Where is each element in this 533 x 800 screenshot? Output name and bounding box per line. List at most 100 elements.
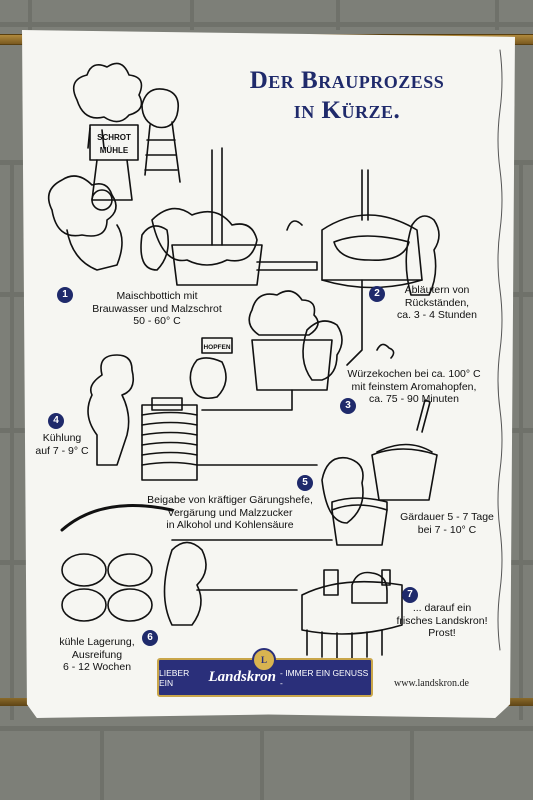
barrel-4 [107, 588, 153, 622]
bar-counter [301, 580, 403, 635]
step-5-badge: 5 [297, 475, 313, 491]
title-line-2: in Kürze. [293, 97, 401, 124]
step-5-caption: Beigabe von kräftiger Gärungshefe, Vergä… [130, 494, 330, 532]
tile-grout [100, 726, 104, 800]
worker-7 [163, 541, 207, 626]
step-2-caption: Abläutern von Rückständen, ca. 3 - 4 Stu… [382, 284, 492, 322]
brewing-illustration: SCHROT MÜHLE HOPFEN [47, 49, 503, 659]
mill-sign-text-2: MÜHLE [100, 146, 129, 155]
worker-6 [321, 456, 364, 524]
cooler-coils [141, 411, 198, 466]
mill-wheel [91, 189, 113, 211]
steam-puff [286, 220, 303, 231]
brand-logo-text: Landskron [208, 669, 277, 685]
beer-tap [323, 569, 339, 596]
caption-line: ca. 75 - 90 Minuten [369, 393, 459, 405]
steam-cloud-2 [248, 290, 319, 336]
pipe-3-to-4 [201, 389, 293, 411]
hop-basket [189, 357, 227, 400]
caption-line: frisches Landskron! [396, 614, 488, 627]
caption-line: Rückständen, [404, 296, 470, 309]
miller-head [141, 88, 180, 129]
worker-1 [66, 224, 123, 271]
fermentation-foam [376, 443, 433, 453]
worker-3 [405, 215, 440, 296]
caption-line: 6 - 12 Wochen [62, 661, 132, 673]
tile-grout [0, 726, 533, 731]
wort-kettle [251, 339, 333, 391]
tub-rim [331, 497, 388, 511]
caption-line: 50 - 60° C [133, 315, 181, 327]
mash-tun [171, 244, 263, 286]
caption-line: mit feinstem Aromahopfen, [351, 380, 477, 393]
step-3-caption: Würzekochen bei ca. 100° C mit feinstem … [334, 368, 494, 406]
lauter-pipe-top [361, 169, 369, 221]
poster-title: Der Brauprozess in Kürze. [182, 66, 512, 126]
tile-grout [495, 0, 499, 30]
caption-line: Beigabe von kräftiger Gärungshefe, [147, 494, 313, 506]
caption-line: Abläutern von [404, 284, 470, 296]
worker-2 [140, 225, 170, 271]
caption-line: Gärdauer 5 - 7 Tage [400, 511, 494, 523]
steam-cloud-1 [151, 207, 258, 266]
mill-sign-board [89, 124, 139, 161]
step-1-caption: Maischbottich mit Brauwasser und Malzsch… [77, 290, 237, 328]
step-2-badge: 2 [369, 286, 385, 302]
caption-line: ca. 3 - 4 Stunden [397, 309, 477, 321]
tile-grout [519, 160, 523, 720]
tree-top-left [72, 62, 143, 123]
pipe-1-to-2 [256, 261, 318, 271]
mash-pipe [211, 147, 223, 246]
caption-line: Würzekochen bei ca. 100° C [347, 368, 481, 380]
pipe-2-to-3 [346, 279, 363, 366]
lauter-contents [333, 235, 410, 261]
barrel-1 [61, 553, 107, 587]
barrel-3 [61, 588, 107, 622]
caption-line: kühle Lagerung, [59, 636, 135, 648]
hop-flower [376, 343, 395, 359]
step-6-badge: 6 [142, 630, 158, 646]
caption-line: Ausreifung [71, 648, 123, 661]
mill-sign-text-1: SCHROT [97, 133, 131, 142]
tile-grout [260, 726, 264, 800]
poster-edge-right [497, 49, 503, 651]
step-3-badge: 3 [340, 398, 356, 414]
worker-4 [302, 320, 343, 381]
bartender [351, 571, 388, 604]
caption-line: ... darauf ein [412, 602, 472, 614]
fermentation-tub-1 [371, 448, 438, 501]
ladder-rungs [144, 139, 178, 171]
step-7-badge: 7 [402, 587, 418, 603]
cellar-arch [60, 504, 174, 532]
website-url: www.landskron.de [394, 678, 469, 689]
caption-line: bei 7 - 10° C [417, 523, 477, 536]
brand-crest-icon: L [252, 648, 276, 672]
ladder-rails [144, 121, 181, 183]
caption-line: Prost! [428, 627, 456, 639]
fermentation-tub-2 [331, 504, 388, 546]
tile-grout [410, 726, 414, 800]
hopfen-sign-board [201, 337, 233, 354]
step-6-caption: kühle Lagerung, Ausreifung 6 - 12 Wochen [42, 636, 152, 674]
tile-grout [28, 0, 32, 30]
step-7-caption: ... darauf ein frisches Landskron! Prost… [382, 602, 502, 640]
title-line-1: Der Brauprozess [249, 67, 445, 94]
bush-left [47, 175, 117, 237]
poster: Der Brauprozess in Kürze. SCHROT MÜHLE [22, 30, 515, 718]
step-4-badge: 4 [48, 413, 64, 429]
beer-glass [381, 569, 391, 586]
tile-grout [0, 22, 533, 27]
tile-grout [190, 0, 194, 30]
banner-right-text: - IMMER EIN GENUSS - [280, 667, 369, 688]
gaerdauer-caption: Gärdauer 5 - 7 Tage bei 7 - 10° C [392, 511, 502, 536]
step-1-badge: 1 [57, 287, 73, 303]
tile-grout [10, 160, 14, 720]
caption-line: in Alkohol und Kohlensäure [166, 519, 294, 531]
thermometer [416, 399, 431, 433]
tile-grout [336, 0, 340, 30]
caption-line: Maischbottich mit [116, 290, 198, 302]
cooler-top [151, 397, 183, 411]
caption-line: Vergärung und Malzzucker [167, 506, 293, 519]
caption-line: Brauwasser und Malzschrot [92, 302, 222, 315]
barrel-2 [107, 553, 153, 587]
